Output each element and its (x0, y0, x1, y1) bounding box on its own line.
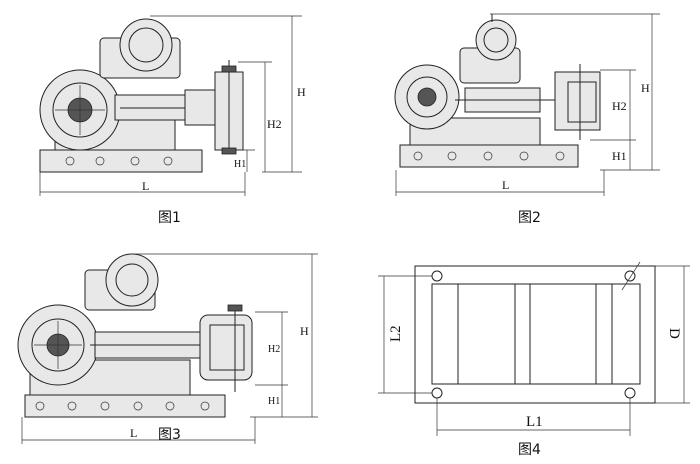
figure-2-dimension-lines (395, 13, 660, 196)
figure-2-height-label: H (641, 81, 650, 95)
figure-2-length-label: L (502, 178, 509, 192)
figure-1-length-label: L (142, 179, 149, 193)
figure-4-l2-label: L2 (388, 325, 404, 342)
figure-2-h2-label: H2 (612, 99, 627, 113)
figure-4-d-label: D (666, 328, 682, 339)
figure-4-dimension-lines (378, 265, 690, 436)
figure-1-h2-label: H2 (267, 117, 282, 131)
figure-3-h1-label: H1 (268, 396, 280, 407)
figure-3-length-label: L (130, 426, 137, 440)
figure-3-dimension-lines (21, 253, 318, 444)
figure-4-caption: 图4 (518, 442, 541, 458)
figure-1-h1-label: H1 (234, 159, 246, 170)
figure-1-dimension-lines (39, 15, 302, 196)
figure-3-pump-side-view: L H H2 H1 图3 (17, 253, 318, 444)
figure-2-pump-side-view: L H H2 H1 图2 (394, 13, 660, 226)
figure-3-height-label: H (300, 324, 309, 338)
figure-4-base-plan-view: L2 D L1 图4 (378, 261, 690, 458)
figure-2-h1-label: H1 (612, 149, 627, 163)
figure-3-caption: 图3 (158, 427, 181, 443)
figure-3-h2-label: H2 (268, 344, 280, 355)
figure-2-caption: 图2 (518, 210, 541, 226)
figure-1-height-label: H (297, 85, 306, 99)
figure-1-caption: 图1 (158, 210, 181, 226)
figure-1-pump-side-view: L H H2 H1 图1 (39, 15, 306, 226)
figure-4-l1-label: L1 (526, 414, 543, 430)
